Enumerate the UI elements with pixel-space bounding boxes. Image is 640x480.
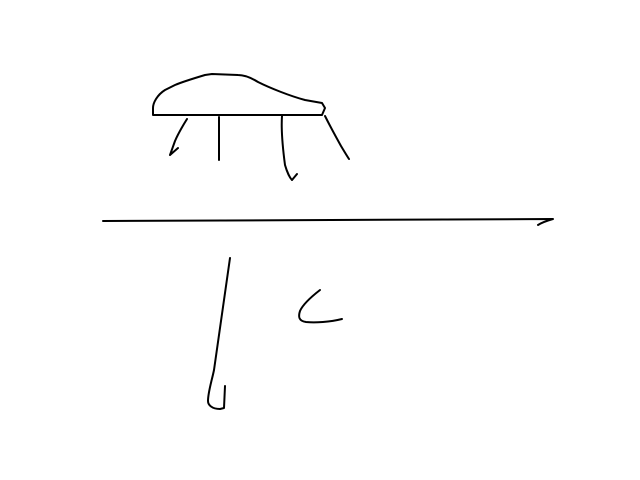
table-leg-inner-right [280,115,298,181]
small-curve-stroke [298,289,343,324]
horizontal-line [102,218,554,226]
table-top-outline [152,73,326,116]
table-leg-front-right [324,115,350,160]
vertical-hook-stroke [207,257,231,410]
table-leg-front-left [169,118,188,156]
